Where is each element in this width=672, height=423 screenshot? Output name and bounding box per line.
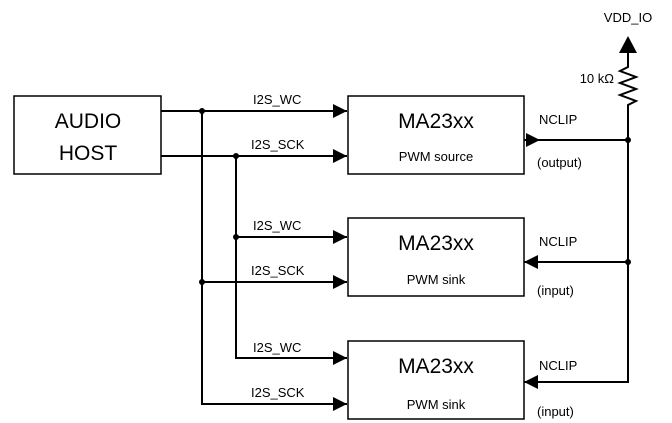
wc-bus-wire bbox=[161, 110, 347, 405]
nclip-label: NCLIP bbox=[539, 234, 577, 249]
wc-label: I2S_WC bbox=[253, 218, 301, 233]
junction-dot bbox=[199, 279, 205, 285]
junction-dot bbox=[625, 137, 631, 143]
device-sink-1: MA23xx PWM sink I2S_WC I2S_SCK NCLIP (in… bbox=[251, 217, 577, 298]
junction-dot bbox=[625, 259, 631, 265]
wires bbox=[161, 52, 639, 405]
device-name: MA23xx bbox=[398, 110, 474, 133]
nclip-direction: (input) bbox=[537, 404, 574, 419]
device-role: PWM source bbox=[399, 149, 473, 164]
resistor-label: 10 kΩ bbox=[580, 71, 615, 86]
junction-dots bbox=[199, 108, 631, 285]
output-arrow-icon bbox=[526, 133, 540, 147]
audio-host-box bbox=[13, 95, 162, 175]
supply-arrow-icon bbox=[619, 36, 637, 53]
input-arrow-icon bbox=[333, 397, 347, 411]
device-sink-2: MA23xx PWM sink I2S_WC I2S_SCK NCLIP (in… bbox=[251, 340, 577, 420]
junction-dot bbox=[233, 153, 239, 159]
junction-dot bbox=[199, 108, 205, 114]
junction-dot bbox=[233, 234, 239, 240]
device-name: MA23xx bbox=[398, 355, 474, 378]
input-arrow-icon bbox=[333, 230, 347, 244]
device-source: MA23xx PWM source I2S_WC I2S_SCK NCLIP (… bbox=[251, 92, 582, 175]
nclip-label: NCLIP bbox=[539, 358, 577, 373]
host-line2: HOST bbox=[59, 142, 118, 165]
device-box bbox=[347, 217, 525, 297]
wc-label: I2S_WC bbox=[253, 340, 301, 355]
sck-label: I2S_SCK bbox=[251, 137, 305, 152]
device-name: MA23xx bbox=[398, 232, 474, 255]
device-role: PWM sink bbox=[407, 397, 466, 412]
device-box bbox=[347, 95, 525, 175]
host-line1: AUDIO bbox=[55, 110, 122, 133]
device-box bbox=[347, 340, 525, 420]
input-arrow-icon bbox=[524, 255, 538, 269]
input-arrow-icon bbox=[333, 351, 347, 365]
input-arrow-icon bbox=[333, 104, 347, 118]
nclip-direction: (input) bbox=[537, 283, 574, 298]
sck-label: I2S_SCK bbox=[251, 263, 305, 278]
input-arrow-icon bbox=[333, 275, 347, 289]
device-role: PWM sink bbox=[407, 272, 466, 287]
input-arrow-icon bbox=[333, 149, 347, 163]
input-arrow-icon bbox=[524, 375, 538, 389]
sck-bus-wire bbox=[161, 155, 347, 359]
audio-host: AUDIO HOST bbox=[13, 95, 162, 175]
sck-label: I2S_SCK bbox=[251, 385, 305, 400]
supply-label: VDD_IO bbox=[604, 10, 652, 25]
wc-label: I2S_WC bbox=[253, 92, 301, 107]
pullup-resistor bbox=[617, 62, 639, 112]
nclip-label: NCLIP bbox=[539, 112, 577, 127]
nclip-direction: (output) bbox=[537, 155, 582, 170]
